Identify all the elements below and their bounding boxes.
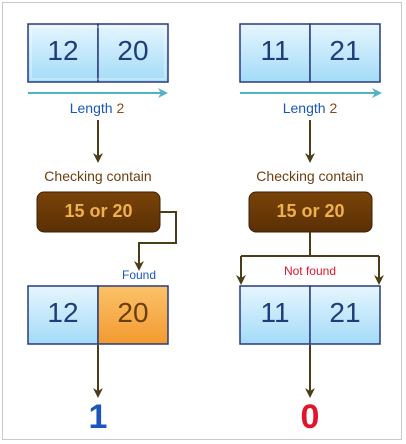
right-length-label: Length 2 (240, 100, 380, 116)
left-condition-text: 15 or 20 (64, 201, 133, 221)
right-output-value-1: 21 (329, 297, 361, 328)
right-input-cell-1 (309, 23, 381, 83)
left-input-value-0: 12 (47, 35, 79, 66)
right-input-value-0: 11 (260, 35, 290, 66)
right-condition-text: 15 or 20 (276, 201, 345, 221)
left-output-cell-0 (27, 285, 99, 345)
left-output-value-0: 12 (47, 297, 79, 328)
right-length-value: 2 (329, 100, 338, 116)
left-length-text: Length (69, 100, 113, 116)
left-input-cell-0 (27, 23, 99, 83)
right-output-value-0: 11 (260, 297, 290, 328)
right-output-cell-0 (239, 285, 311, 345)
right-output-cell-1 (309, 285, 381, 345)
left-length-value: 2 (116, 100, 125, 116)
right-status-not-found: Not found (283, 264, 337, 278)
right-result: 0 (300, 398, 320, 436)
left-input-value-1: 20 (117, 35, 149, 66)
left-output-cell-1 (97, 285, 169, 345)
left-input-cell-1 (97, 23, 169, 83)
left-status-found: Found (121, 268, 157, 282)
left-input-inner-border (30, 26, 166, 80)
right-check-label: Checking contain (256, 168, 364, 184)
left-length-label: Length 2 (28, 100, 166, 116)
left-result: 1 (88, 398, 108, 436)
left-check-label: Checking contain (44, 168, 152, 184)
left-output-value-1: 20 (117, 297, 149, 328)
right-length-text: Length (282, 100, 326, 116)
left-found-connector (134, 211, 177, 271)
right-input-value-1: 21 (329, 35, 361, 66)
